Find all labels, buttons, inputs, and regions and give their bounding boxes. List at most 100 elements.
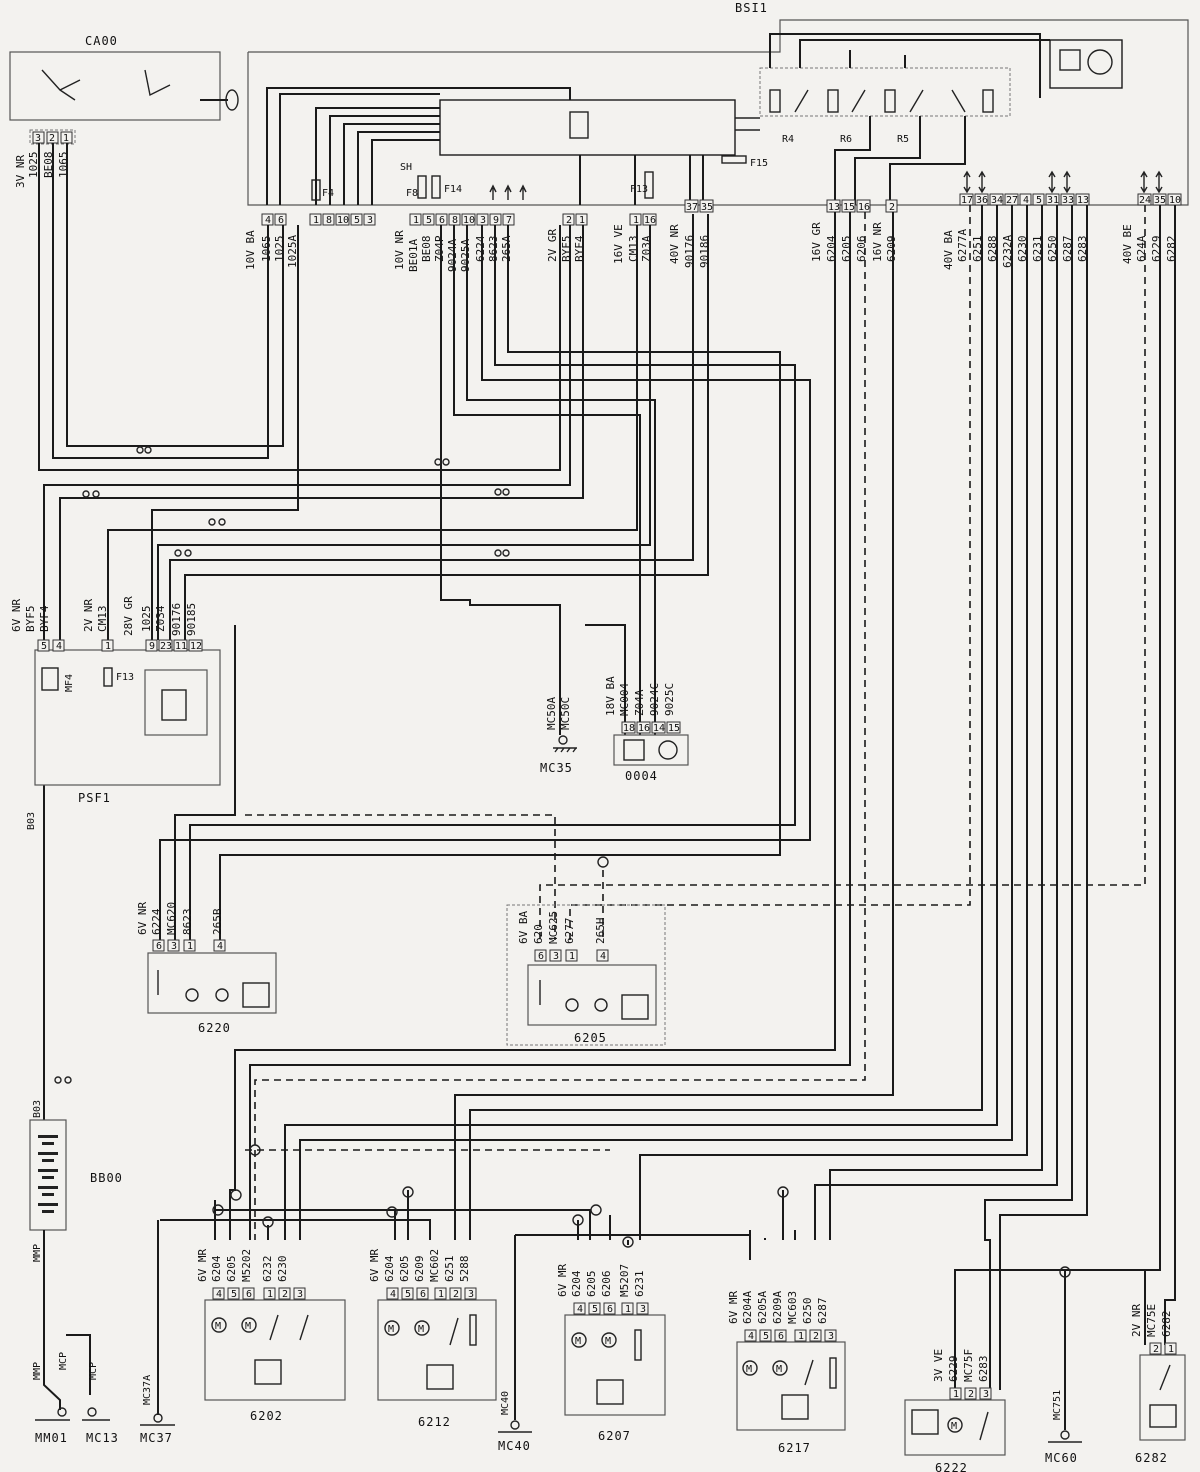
svg-text:M: M xyxy=(605,1336,611,1347)
wire-label: 6205 xyxy=(398,1256,411,1283)
relay-coil-r4-icon xyxy=(769,89,781,113)
bsi-connector-c: 1 5 6 8 10 3 9 7 10V NR BE01A BE08 Z04P … xyxy=(393,213,515,272)
pin: 1 xyxy=(105,641,111,652)
contact-icon xyxy=(634,1329,642,1361)
pin: 5 xyxy=(763,1331,769,1342)
wire-label: M5202 xyxy=(240,1249,253,1282)
pin: 17 xyxy=(961,195,973,206)
wire-label: 90176 xyxy=(170,603,183,636)
pin: 31 xyxy=(1047,195,1059,206)
connector-label: 16V GR xyxy=(810,222,823,262)
connector-label: 6V NR xyxy=(10,599,23,632)
wire-label: 6282 xyxy=(1165,236,1178,263)
wire-label: 6232A xyxy=(1001,235,1014,268)
wire-label: BYF4 xyxy=(573,235,586,262)
bsi-connector-j: 24 35 10 40V BE 624A 6229 6282 xyxy=(1121,193,1182,264)
module-0004: 18 16 14 15 18V BA MC004 Z04A 9024C 9025… xyxy=(604,676,689,783)
wire-label: 6206 xyxy=(855,236,868,263)
switch-icon xyxy=(1159,1364,1171,1391)
wire-label: MC50C xyxy=(559,697,572,730)
pin: 1 xyxy=(625,1304,631,1315)
pin: 16 xyxy=(644,215,656,226)
wire-label: 6288 xyxy=(986,236,999,263)
pin: 10 xyxy=(337,215,349,226)
switch-6222: 1 2 3 3V VE 6229 MC75F 6283 M 6222 xyxy=(904,1349,1006,1472)
pin: 6 xyxy=(156,941,162,952)
pin: 15 xyxy=(668,723,680,734)
wire-label: 6205 xyxy=(225,1256,238,1283)
connector-label: 2V NR xyxy=(82,599,95,632)
chip-icon xyxy=(569,111,589,139)
wire-label: Z04A xyxy=(633,689,646,716)
switch-contacts-icon xyxy=(41,69,171,101)
connector-label: 6V BA xyxy=(517,911,530,944)
bsi-connector-d: 2 1 2V GR BYF5 BYF4 xyxy=(546,213,588,262)
motor-icon xyxy=(601,1332,617,1348)
wire-label: B03 xyxy=(32,1100,43,1118)
pin: 10 xyxy=(1169,195,1181,206)
wire-label: 6230 xyxy=(276,1256,289,1283)
maxi-fuse-icon xyxy=(41,667,59,691)
wire-label: 6204 xyxy=(383,1255,396,1282)
pin: 23 xyxy=(160,641,172,652)
pin: 2 xyxy=(1153,1344,1159,1355)
pin: 4 xyxy=(56,641,62,652)
connector-label: 10V BA xyxy=(244,230,257,270)
pin: 3 xyxy=(983,1389,989,1400)
psf1-title: PSF1 xyxy=(78,791,111,805)
pin: 3 xyxy=(171,941,177,952)
pin: 7 xyxy=(506,215,512,226)
motor-icon xyxy=(211,1317,227,1333)
pin: 6 xyxy=(246,1289,252,1300)
relay-switch-r4-icon xyxy=(794,89,809,113)
wire-label: M5207 xyxy=(618,1264,631,1297)
wire-label: 6232 xyxy=(261,1256,274,1283)
pin: 12 xyxy=(190,641,202,652)
wire-label: MC751 xyxy=(1052,1390,1063,1420)
battery-label: BB00 xyxy=(90,1171,123,1185)
wiring-harness xyxy=(38,143,1176,1430)
pin: 24 xyxy=(1139,195,1151,206)
lamp-icon xyxy=(185,988,199,1002)
switch-icon xyxy=(804,1359,814,1386)
connector-label: 40V NR xyxy=(668,224,681,264)
wire-label: 6224 xyxy=(150,908,163,935)
ground-label: MM01 xyxy=(35,1431,68,1445)
splice-points xyxy=(54,446,1071,1278)
pin: 4 xyxy=(390,1289,396,1300)
wire-label: Z04P xyxy=(433,235,446,262)
fuse-mf4-label: MF4 xyxy=(64,674,75,692)
pin: 4 xyxy=(265,215,271,226)
wire-label: 6250 xyxy=(801,1298,814,1325)
bsi-connector-b: 1 8 10 5 3 xyxy=(309,213,376,226)
pin: 2 xyxy=(813,1331,819,1342)
svg-text:M: M xyxy=(418,1324,424,1335)
wire-label: BYF4 xyxy=(38,605,51,632)
lamp-icon xyxy=(215,988,229,1002)
pin: 6 xyxy=(778,1331,784,1342)
svg-text:M: M xyxy=(575,1336,581,1347)
wire-label: 6204 xyxy=(570,1270,583,1297)
pin: 13 xyxy=(1077,195,1089,206)
pin: 3 xyxy=(297,1289,303,1300)
svg-text:M: M xyxy=(776,1364,782,1375)
wire-label: 6204A xyxy=(741,1291,754,1324)
wire-label: 6287 xyxy=(1061,236,1074,263)
pin: 35 xyxy=(1154,195,1166,206)
component-label: 6282 xyxy=(1135,1451,1168,1465)
connector-label: 6V MR xyxy=(196,1249,209,1282)
pin: 6 xyxy=(538,951,544,962)
svg-text:M: M xyxy=(215,1321,221,1332)
connector-label: 6V MR xyxy=(727,1291,740,1324)
wire-label: 6209 xyxy=(413,1256,426,1283)
wire-label: 6209 xyxy=(885,236,898,263)
pin: 1 xyxy=(1168,1344,1174,1355)
wire-label: 9025A xyxy=(459,239,472,272)
pin: 1 xyxy=(633,215,639,226)
pin: 9 xyxy=(149,641,155,652)
pin: 6 xyxy=(278,215,284,226)
switch-6220: 6 3 1 4 6V NR 6224 MC620 8623 265B 6220 xyxy=(136,902,277,1035)
pin: 37 xyxy=(686,202,698,213)
motor-6207: 4 5 6 1 3 6V MR 6204 6205 6206 M5207 623… xyxy=(556,1264,666,1443)
wire-label: BYF5 xyxy=(24,606,37,633)
